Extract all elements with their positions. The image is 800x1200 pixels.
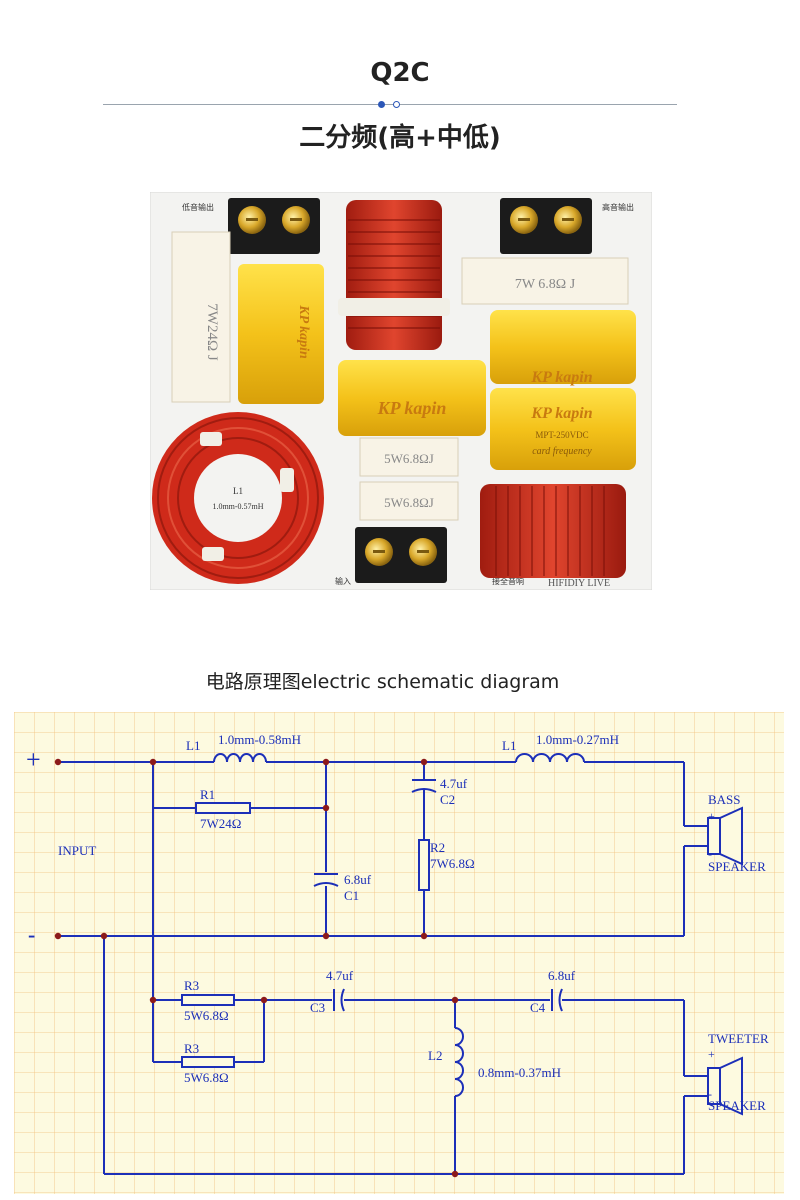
l1-right-name: L1 (502, 738, 516, 753)
tweeter-speaker-icon (707, 1056, 743, 1116)
resistor-r3-a (181, 994, 235, 1006)
inductor-l1-top (213, 753, 267, 763)
inductor-l2 (454, 1027, 464, 1097)
capacitor-c4 (551, 988, 563, 1012)
inductor-air-core-l1: L1 1.0mm-0.57mH (152, 412, 324, 584)
resistor-5w6.8-a: 5W6.8ΩJ (359, 437, 459, 477)
capacitor-c1 (313, 873, 339, 887)
terminal-block-input (355, 527, 447, 583)
terminal-block-bass-out (228, 198, 320, 254)
tweeter-plus: + (708, 1047, 715, 1061)
silk-brand: HIFIDIY LIVE (548, 578, 610, 589)
tweeter-speaker-label: SPEAKER (708, 1098, 766, 1113)
resistor-7w6.8: 7W 6.8Ω J (461, 257, 629, 305)
resistor-7w24: 7W24Ω J (171, 231, 231, 403)
input-minus-label: - (28, 922, 35, 947)
svg-text:MPT-250VDC: MPT-250VDC (535, 430, 588, 440)
svg-text:KP kapin: KP kapin (530, 369, 592, 386)
tweeter-label: TWEETER (708, 1031, 769, 1046)
c2-name: C2 (440, 792, 455, 807)
svg-text:L1: L1 (233, 486, 243, 496)
capacitor-c2 (411, 779, 437, 793)
capacitor-c3 (333, 988, 345, 1012)
silk-full-range: 接全音响 (492, 576, 524, 586)
inductor-l1-right (515, 753, 585, 763)
svg-text:5W6.8ΩJ: 5W6.8ΩJ (384, 495, 434, 510)
bass-speaker-label: SPEAKER (708, 859, 766, 874)
wires (58, 761, 708, 1175)
resistor-r1 (195, 802, 251, 814)
silk-input: 输入 (335, 576, 351, 586)
r1-value: 7W24Ω (200, 816, 241, 831)
capacitor-center: KP kapin (338, 360, 486, 436)
r1-name: R1 (200, 787, 215, 802)
c1-name: C1 (344, 888, 359, 903)
svg-text:KP kapin: KP kapin (296, 304, 311, 359)
bass-plus: + (708, 809, 715, 823)
tweeter-minus: - (708, 1087, 712, 1101)
r3b-value: 5W6.8Ω (184, 1070, 229, 1085)
r3a-name: R3 (184, 978, 199, 993)
resistor-7w6.8-label: 7W 6.8Ω J (515, 277, 576, 292)
resistor-5w6.8-b: 5W6.8ΩJ (359, 481, 459, 521)
c3-name: C3 (310, 1000, 325, 1015)
c2-value: 4.7uf (440, 776, 468, 791)
l2-name: L2 (428, 1048, 442, 1063)
l2-value: 0.8mm-0.37mH (478, 1065, 561, 1080)
svg-text:5W6.8ΩJ: 5W6.8ΩJ (384, 451, 434, 466)
r3b-name: R3 (184, 1041, 199, 1056)
input-label: INPUT (58, 843, 96, 858)
bass-minus: - (708, 847, 712, 861)
r2-value: 7W6.8Ω (430, 856, 475, 871)
l1-right-value: 1.0mm-0.27mH (536, 732, 619, 747)
c1-value: 6.8uf (344, 872, 372, 887)
junction-dots (54, 758, 459, 1178)
resistor-r3-b (181, 1056, 235, 1068)
resistor-r2 (418, 839, 430, 891)
r2-name: R2 (430, 840, 445, 855)
l1-top-value: 1.0mm-0.58mH (218, 732, 301, 747)
svg-text:KP kapin: KP kapin (377, 398, 447, 418)
resistor-7w24-label: 7W24Ω J (204, 303, 220, 361)
silk-bass-out: 低音输出 (182, 202, 214, 212)
inductor-top (338, 200, 450, 350)
terminal-block-treble-out (500, 198, 592, 254)
crossover-board-photo: 低音输出 高音输出 输入 接全音响 HIFIDIY LIVE 7W24Ω J K… (150, 192, 652, 590)
capacitor-right-upper: KP kapin (490, 310, 636, 386)
r3a-value: 5W6.8Ω (184, 1008, 229, 1023)
divider-dot-filled (378, 101, 385, 108)
svg-text:card frequency: card frequency (532, 446, 592, 457)
c3-value: 4.7uf (326, 968, 354, 983)
page-title: Q2C (370, 58, 430, 88)
inductor-bottom-right (480, 484, 626, 578)
capacitor-top-left: KP kapin (238, 264, 324, 404)
silk-treble-out: 高音输出 (602, 202, 634, 212)
bass-speaker-icon (707, 806, 743, 866)
svg-text:KP kapin: KP kapin (530, 405, 592, 422)
capacitor-right-lower: KP kapin MPT-250VDC card frequency (490, 388, 636, 470)
input-plus-label: + (26, 745, 41, 774)
schematic-caption: 电路原理图electric schematic diagram (205, 671, 560, 693)
c4-name: C4 (530, 1000, 546, 1015)
l1-top-name: L1 (186, 738, 200, 753)
page-subtitle: 二分频(高+中低) (299, 123, 501, 153)
c4-value: 6.8uf (548, 968, 576, 983)
bass-label: BASS (708, 792, 741, 807)
electric-schematic: + - INPUT L1 1.0mm-0.58mH R1 7W24Ω 6.8uf… (14, 712, 784, 1194)
title-divider (103, 104, 677, 105)
svg-text:1.0mm-0.57mH: 1.0mm-0.57mH (212, 502, 263, 511)
divider-dot-hollow (393, 101, 400, 108)
